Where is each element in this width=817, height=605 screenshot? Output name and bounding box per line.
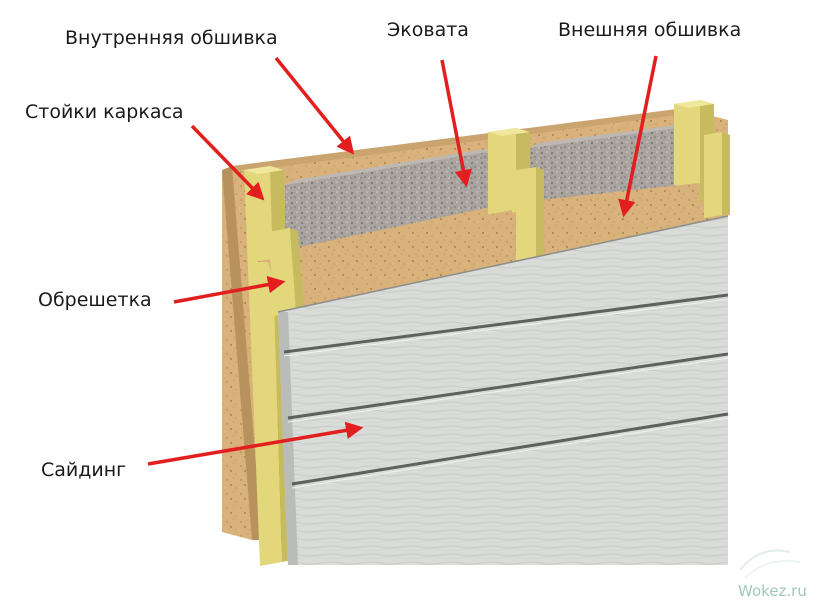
arrow-siding <box>147 421 364 466</box>
label-inner-sheathing: Внутренняя обшивка <box>65 27 278 49</box>
arrow-frame-studs <box>190 124 265 201</box>
label-siding: Сайдинг <box>41 459 127 481</box>
siding-boards <box>277 215 729 565</box>
watermark-swirl <box>739 549 801 579</box>
arrow-battens <box>173 275 286 304</box>
battens <box>268 132 730 316</box>
label-battens: Обрешетка <box>38 289 152 311</box>
arrow-inner-sheathing <box>274 56 355 155</box>
ecowool-insulation <box>285 121 708 250</box>
leader-arrows <box>147 55 658 466</box>
watermark-text: Wokez.ru <box>738 582 807 600</box>
label-frame-studs: Стойки каркаса <box>25 101 184 123</box>
label-ecowool: Эковата <box>387 19 469 41</box>
arrow-ecowool <box>440 59 472 188</box>
label-outer-sheathing: Внешняя обшивка <box>558 19 742 41</box>
arrow-outer-sheathing <box>618 55 658 218</box>
outer-sheathing-panel <box>255 183 730 312</box>
